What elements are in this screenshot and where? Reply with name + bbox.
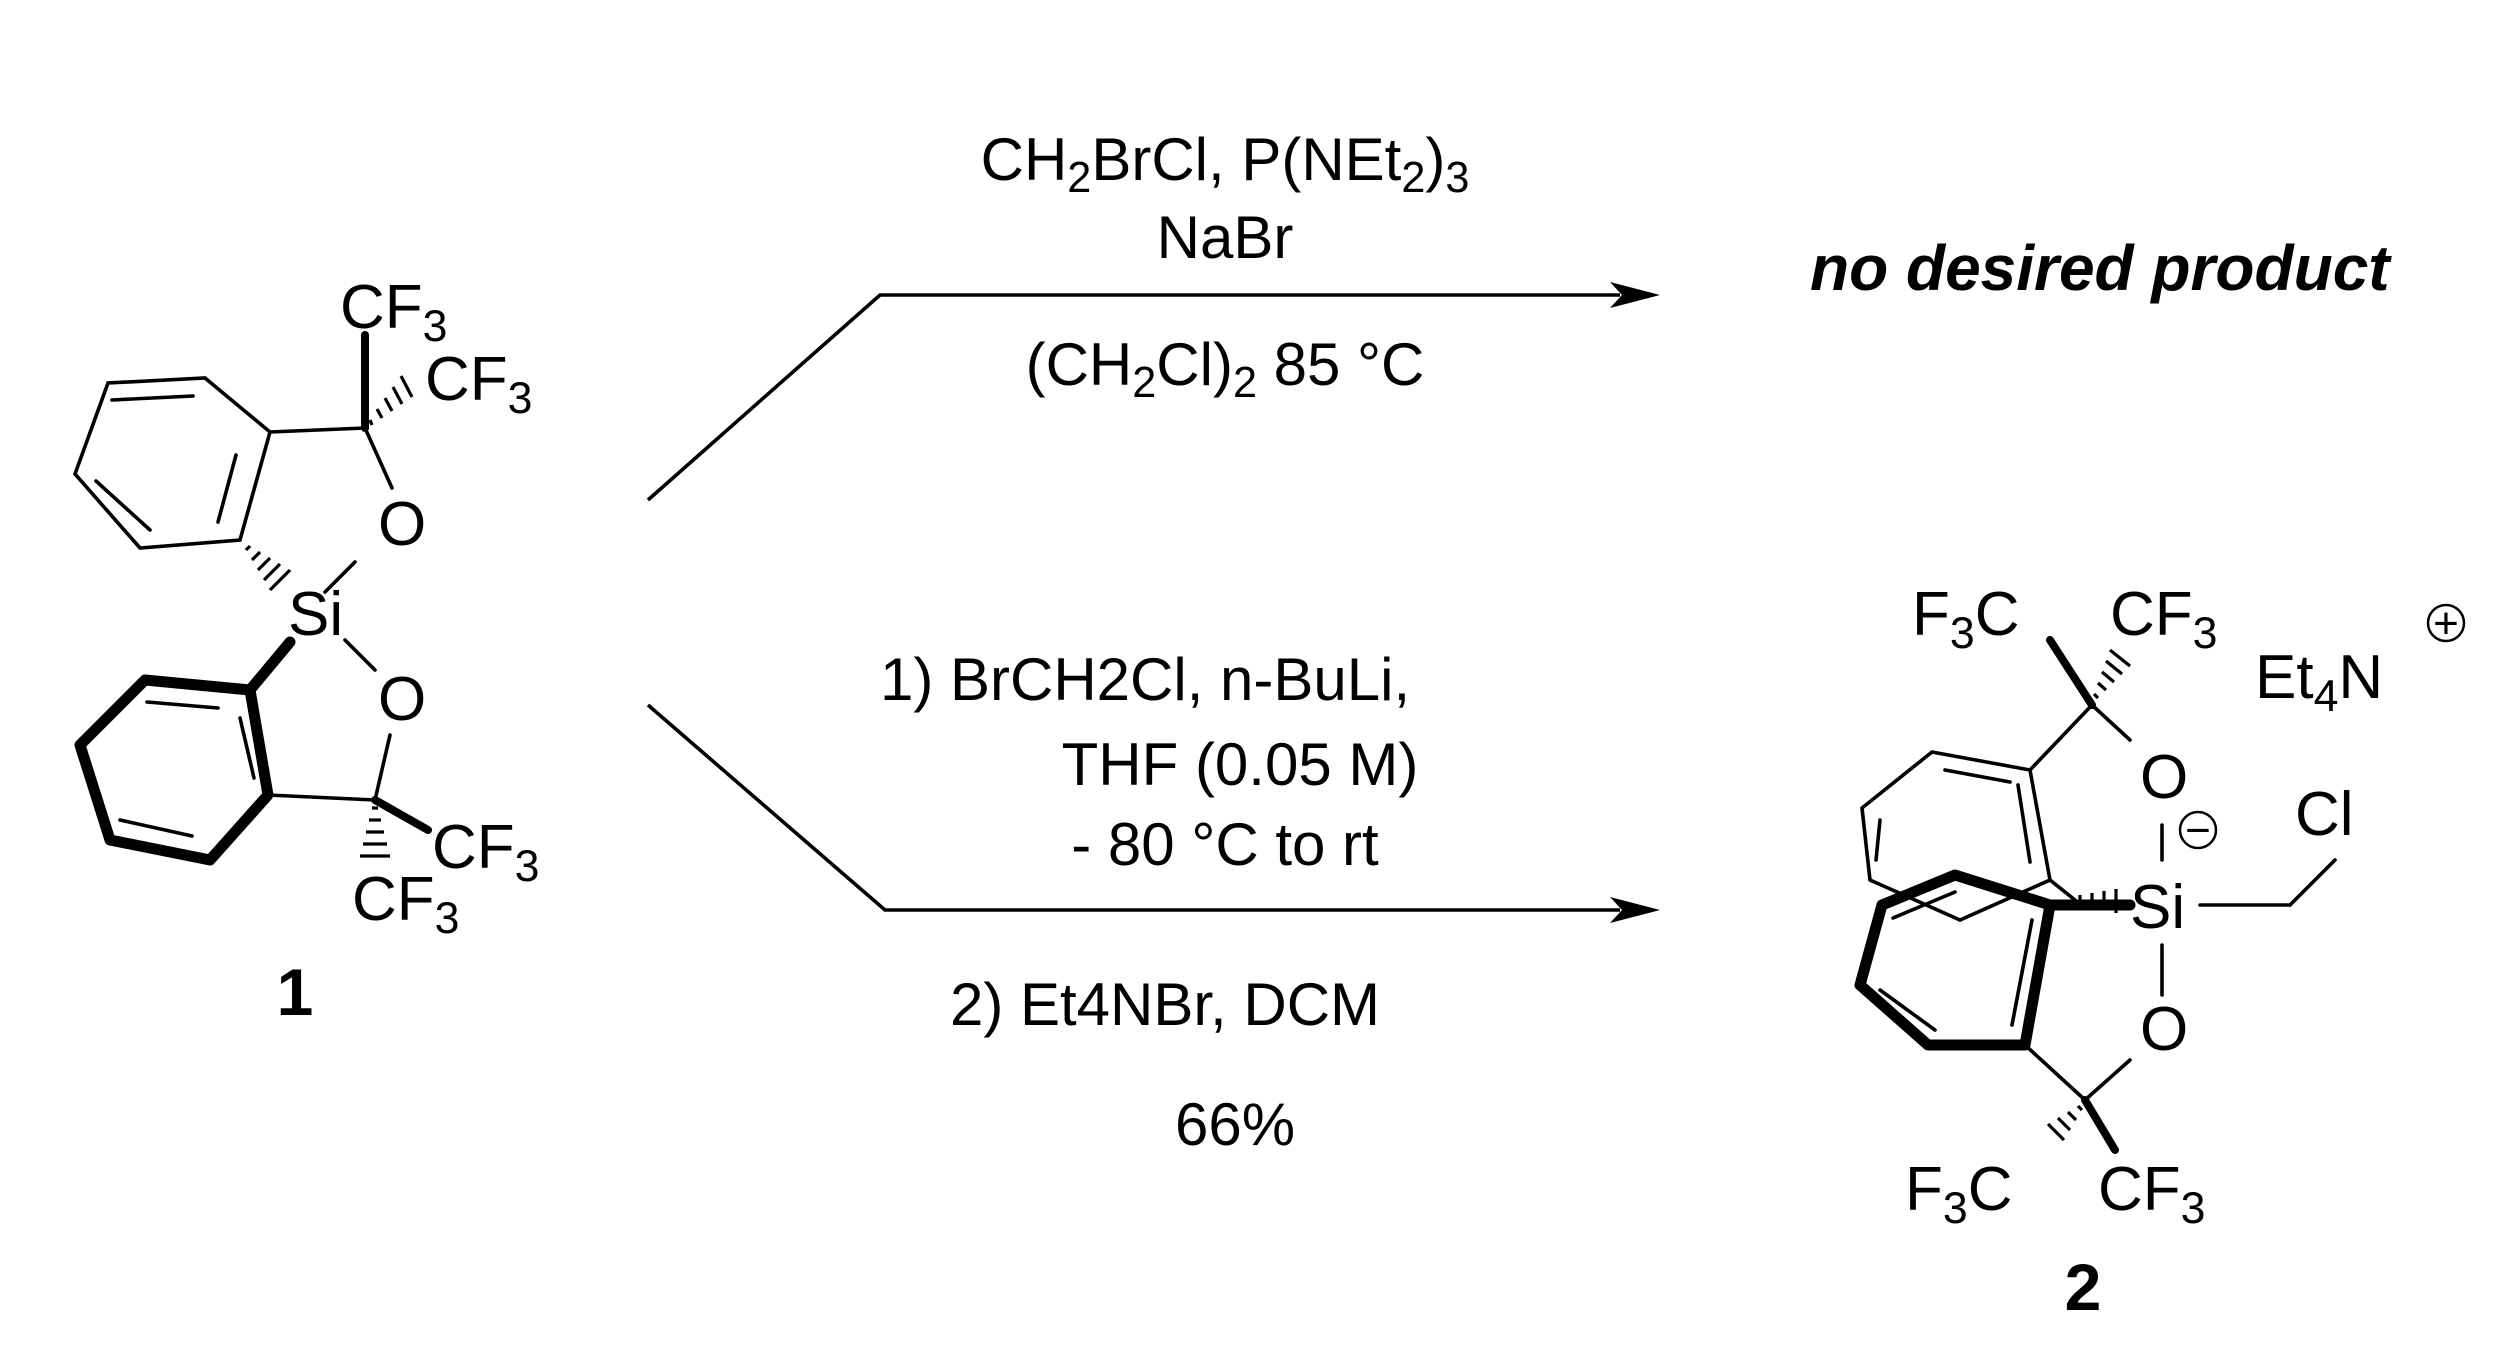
compound-1-bottom-cf3-a: CF3 [432,813,539,891]
compound-1-top-cf3-b: CF3 [425,345,532,423]
counterion-charge: + [2433,599,2459,648]
upper-outcome: no desired product [1810,232,2392,304]
compound-1-upper-benzene-ring [72,376,273,550]
compound-2-chlorine: Cl [2295,780,2354,849]
compound-1-silicon: Si [288,580,343,649]
lower-reaction-arrow [646,703,1660,923]
compound-2-top-cf3: CF3 [2110,580,2217,658]
compound-2-oxygen-top: O [2140,743,2188,812]
lower-step2: 2) Et4NBr, DCM [950,971,1380,1038]
lower-step1-line3: - 80 °C to rt [1071,811,1379,878]
compound-1-oxygen-top: O [378,490,426,559]
compound-2-oxygen-bottom: O [2140,995,2188,1064]
compound-2-label: 2 [2065,1250,2102,1324]
lower-step1-line1: 1) BrCH2Cl, n-BuLi, [880,646,1410,713]
compound-1-top-cf3-a: CF3 [340,273,447,351]
compound-2-top-f3c: F3C [1912,580,2019,658]
compound-2-hashed-wedge-bottom-f3c [2046,1104,2084,1142]
compound-2-bottom-f3c: F3C [1905,1155,2012,1233]
lower-step1-line2: THF (0.05 M) [1062,731,1419,798]
compound-2-silicon: Si [2130,873,2185,942]
compound-1-structure: CF3 CF3 O Si O CF3 CF3 1 [72,273,539,1029]
anion-charge: − [2185,806,2211,855]
compound-1-hashed-wedge-cf3-bottom [360,806,390,858]
upper-reaction-arrow [646,282,1660,502]
compound-2-front-benzene-ring [1854,869,2056,1051]
compound-2-hashed-wedge-top-cf3 [2092,648,2131,700]
upper-conditions: (CH2Cl)2 85 °C [1026,331,1425,407]
lower-yield: 66% [1175,1091,1295,1158]
compound-2-counterion: Et4N [2255,643,2383,721]
upper-reagents-line1: CH2BrCl, P(NEt2)3 [981,126,1470,202]
compound-2-bottom-cf3: CF3 [2098,1155,2205,1233]
compound-1-oxygen-bottom: O [378,665,426,734]
compound-1-hashed-wedge-upper [244,544,292,592]
compound-1-lower-benzene-ring [74,674,274,866]
upper-reagents-line2: NaBr [1157,204,1294,271]
compound-1-bottom-cf3-b: CF3 [352,865,459,943]
counterion-positive-charge-circle [2426,603,2466,643]
compound-2-structure: F3C CF3 Et4N + O − Cl Si O F3C CF3 2 [1854,580,2466,1324]
compound-1-hashed-wedge-cf3-top [368,375,414,426]
anion-negative-charge-circle [2178,810,2218,850]
compound-1-label: 1 [277,955,314,1029]
